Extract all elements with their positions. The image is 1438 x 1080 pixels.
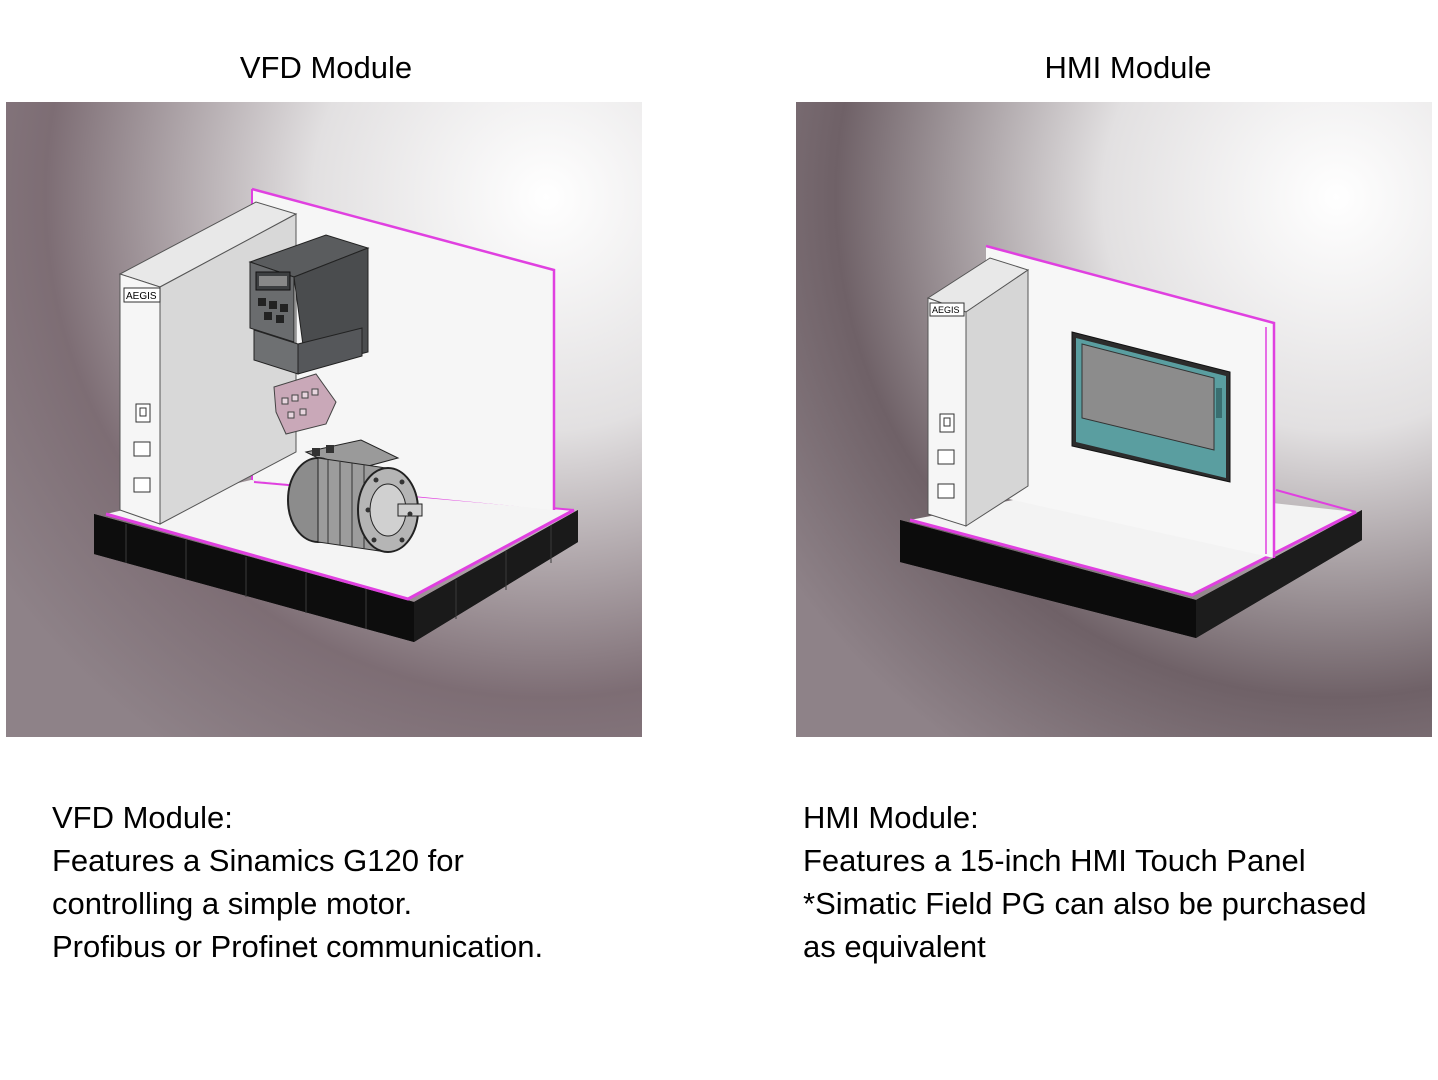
vfd-desc-line: Profibus or Profinet communication. bbox=[52, 929, 544, 964]
vfd-cabinet-logo: AEGIS bbox=[126, 291, 157, 302]
vfd-module-title: VFD Module bbox=[239, 50, 413, 85]
vfd-desc-line: Features a Sinamics G120 for bbox=[52, 843, 464, 878]
hmi-module-description: HMI Module: Features a 15-inch HMI Touch… bbox=[803, 796, 1366, 968]
vfd-module-description: VFD Module: Features a Sinamics G120 for… bbox=[52, 796, 543, 968]
vfd-module-image: AEGIS bbox=[6, 102, 642, 737]
hmi-desc-line: Features a 15-inch HMI Touch Panel bbox=[803, 843, 1306, 878]
motor bbox=[287, 439, 423, 553]
vfd-cabinet: AEGIS bbox=[118, 201, 298, 525]
hmi-desc-line: HMI Module: bbox=[803, 800, 979, 835]
hmi-cabinet: AEGIS bbox=[926, 257, 1030, 527]
hmi-module-title: HMI Module bbox=[1044, 50, 1212, 85]
vfd-desc-line: VFD Module: bbox=[52, 800, 233, 835]
vfd-base-platform bbox=[94, 510, 578, 642]
hmi-base-platform bbox=[900, 510, 1362, 638]
sinamics-g120-drive bbox=[248, 234, 370, 435]
hmi-desc-line: *Simatic Field PG can also be purchased bbox=[803, 886, 1367, 921]
hmi-module-image: AEGIS bbox=[796, 102, 1432, 737]
hmi-cabinet-logo: AEGIS bbox=[932, 305, 960, 315]
hmi-touch-panel bbox=[1071, 331, 1231, 483]
hmi-desc-line: as equivalent bbox=[803, 929, 986, 964]
vfd-desc-line: controlling a simple motor. bbox=[52, 886, 413, 921]
